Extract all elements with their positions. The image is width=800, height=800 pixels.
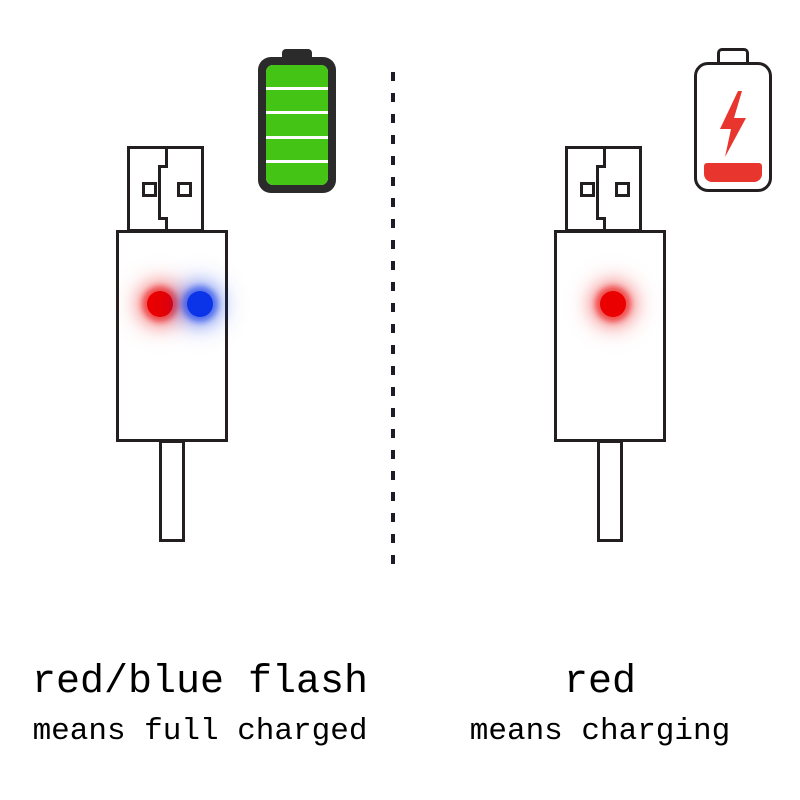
usb-tongue-step-top-icon: [596, 165, 606, 168]
usb-tongue-step-top-icon: [158, 165, 168, 168]
battery-charging-red-icon: [694, 48, 772, 192]
lightning-bolt-icon: [720, 91, 746, 157]
panel-divider: [391, 72, 395, 570]
usb-tongue-icon: [165, 149, 168, 167]
usb-tongue-middle-icon: [596, 165, 599, 219]
battery-segment: [266, 163, 328, 185]
led-blue-indicator: [187, 291, 213, 317]
battery-level-fill: [704, 163, 762, 182]
caption-left: red/blue flash means full charged: [0, 656, 400, 754]
usb-connector-head: [565, 146, 642, 235]
usb-tongue-bottom-icon: [603, 217, 606, 235]
caption-right-line1: red: [563, 660, 636, 705]
cable-stub: [597, 440, 623, 542]
battery-shell: [694, 62, 772, 192]
usb-tongue-middle-icon: [158, 165, 161, 219]
usb-tongue-bottom-icon: [165, 217, 168, 235]
usb-tongue-step-bottom-icon: [596, 217, 606, 220]
usb-tongue-icon: [603, 149, 606, 167]
usb-contact-hole-left-icon: [580, 182, 595, 197]
caption-left-line1: red/blue flash: [31, 660, 369, 705]
usb-plastic-body: [116, 230, 228, 442]
battery-segment: [266, 114, 328, 136]
usb-contact-hole-right-icon: [615, 182, 630, 197]
battery-segment: [266, 138, 328, 161]
usb-contact-hole-right-icon: [177, 182, 192, 197]
battery-full-green-icon: [258, 49, 336, 193]
led-red-indicator: [147, 291, 173, 317]
usb-cable-full-charged: [116, 146, 228, 542]
usb-tongue-step-bottom-icon: [158, 217, 168, 220]
caption-right: red means charging: [400, 656, 800, 754]
caption-left-line2: means full charged: [32, 714, 368, 749]
battery-segment: [266, 65, 328, 87]
battery-shell: [258, 57, 336, 193]
caption-right-line2: means charging: [469, 714, 731, 749]
usb-connector-head: [127, 146, 204, 235]
usb-contact-hole-left-icon: [142, 182, 157, 197]
usb-plastic-body: [554, 230, 666, 442]
usb-cable-charging: [554, 146, 666, 542]
cable-stub: [159, 440, 185, 542]
battery-segments-container: [266, 65, 328, 185]
led-red-indicator: [600, 291, 626, 317]
battery-segment: [266, 89, 328, 112]
battery-cap-icon: [717, 48, 749, 64]
